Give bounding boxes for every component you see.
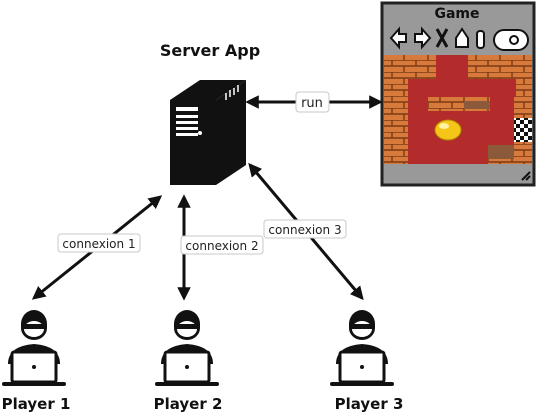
player-3-node: Player 3: [328, 308, 404, 413]
player-ball: [434, 119, 462, 141]
user-laptop-icon: [0, 308, 68, 388]
pawn-icon[interactable]: [455, 27, 469, 48]
user-laptop-icon: [328, 308, 396, 388]
game-toolbar: [389, 26, 529, 51]
slot-icon[interactable]: [476, 30, 485, 49]
game-window: Game: [380, 1, 536, 187]
player-2-label: Player 2: [154, 395, 223, 413]
edge-label-run: run: [295, 91, 330, 113]
close-x-icon[interactable]: [435, 28, 449, 48]
svg-text:run: run: [301, 96, 323, 111]
edge-label-connexion-2: connexion 2: [180, 235, 264, 255]
svg-text:connexion 1: connexion 1: [62, 237, 135, 251]
game-window-title: Game: [434, 6, 479, 22]
server-tower-icon: [170, 80, 246, 185]
edge-label-connexion-1: connexion 1: [57, 233, 141, 253]
player-1-node: Player 1: [0, 308, 71, 413]
game-board: [384, 55, 532, 164]
server-title: Server App: [160, 41, 260, 60]
mouse-icon[interactable]: [493, 29, 529, 51]
player-2-node: Player 2: [153, 308, 223, 413]
arrow-right-icon[interactable]: [414, 26, 432, 50]
svg-text:connexion 3: connexion 3: [268, 223, 341, 237]
user-laptop-icon: [153, 308, 221, 388]
arrow-left-icon[interactable]: [389, 26, 407, 50]
goal-flag: [514, 118, 532, 142]
server-node: Server App: [160, 41, 260, 185]
edge-label-connexion-3: connexion 3: [263, 219, 347, 239]
player-3-label: Player 3: [335, 395, 404, 413]
svg-text:connexion 2: connexion 2: [185, 239, 258, 253]
resize-grip-icon[interactable]: [521, 171, 531, 181]
player-1-label: Player 1: [2, 395, 71, 413]
